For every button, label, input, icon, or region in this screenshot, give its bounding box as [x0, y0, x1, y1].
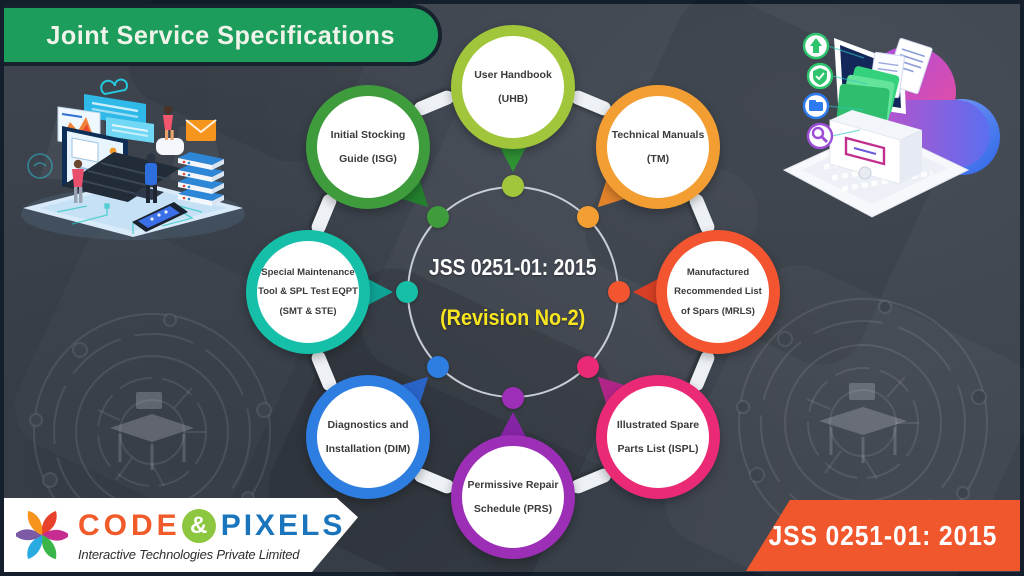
node-isg: Initial Stocking Guide (ISG)	[306, 85, 430, 209]
node-label: Recommended List	[674, 286, 762, 298]
left-illustration	[21, 78, 245, 240]
node-label: Parts List (ISPL)	[617, 442, 699, 455]
node-label: Tool & SPL Test EQPT	[258, 286, 358, 298]
page-title: Joint Service Specifications	[46, 19, 396, 50]
node-label: Permissive Repair	[467, 479, 559, 491]
person-center	[145, 153, 157, 203]
ring-dot-smt	[396, 281, 418, 303]
center-subtitle: (Revision No-2)	[440, 304, 586, 330]
jss-revision-badge: JSS 0251-01: 2015	[746, 500, 1020, 571]
node-uhb: User Handbook (UHB)	[451, 25, 575, 149]
person-right	[156, 105, 184, 155]
upload-icon	[802, 32, 865, 60]
node-label: Initial Stocking	[330, 129, 406, 141]
node-label: (UHB)	[498, 92, 528, 105]
person-left	[72, 159, 84, 203]
node-label: (SMT & STE)	[279, 305, 337, 317]
shield-icon	[806, 62, 868, 90]
node-mrls: Manufactured Recommended List of Spars (…	[656, 230, 780, 354]
node-label: of Spars (MRLS)	[681, 305, 755, 317]
codepixels-logo-banner: CODE & PIXELS Interactive Technologies P…	[4, 498, 358, 572]
node-ispl: Illustrated Spare Parts List (ISPL)	[596, 375, 720, 499]
node-label: Guide (ISG)	[339, 152, 397, 165]
node-smt: Special Maintenance Tool & SPL Test EQPT…	[246, 230, 370, 354]
node-tm: Technical Manuals (TM)	[596, 85, 720, 209]
ring-dot-uhb	[502, 175, 524, 197]
node-label: Illustrated Spare	[616, 419, 700, 431]
node-label: Special Maintenance	[261, 266, 355, 278]
ring-dot-dim	[427, 356, 449, 378]
brand-word-pixels: PIXELS	[220, 509, 346, 542]
node-label: Diagnostics and	[327, 419, 409, 431]
title-banner: Joint Service Specifications	[4, 4, 442, 66]
node-label: Schedule (PRS)	[473, 502, 553, 515]
node-label: User Handbook	[474, 69, 552, 81]
right-illustration	[782, 32, 1000, 218]
ring-dot-isg	[427, 206, 449, 228]
node-dim: Diagnostics and Installation (DIM)	[306, 375, 430, 499]
center-label: JSS 0251-01: 2015 (Revision No-2)	[413, 212, 613, 372]
node-prs: Permissive Repair Schedule (PRS)	[451, 435, 575, 559]
ring-dot-tm	[577, 206, 599, 228]
node-label: (TM)	[646, 152, 670, 165]
folder-icon	[802, 92, 865, 120]
node-label: Manufactured	[686, 266, 750, 278]
center-title: JSS 0251-01: 2015	[429, 253, 597, 280]
node-label: Installation (DIM)	[325, 442, 411, 455]
pinwheel-logo-icon	[16, 510, 68, 560]
brand-ampersand-badge: &	[181, 509, 216, 543]
ring-dot-prs	[502, 387, 524, 409]
brand-word-code: CODE	[78, 509, 181, 542]
ring-dot-mrls	[608, 281, 630, 303]
brand-tagline: Interactive Technologies Private Limited	[78, 547, 300, 562]
search-icon	[806, 122, 861, 150]
jss-badge-label: JSS 0251-01: 2015	[768, 519, 998, 551]
ring-dot-ispl	[577, 356, 599, 378]
node-label: Technical Manuals	[611, 129, 705, 141]
